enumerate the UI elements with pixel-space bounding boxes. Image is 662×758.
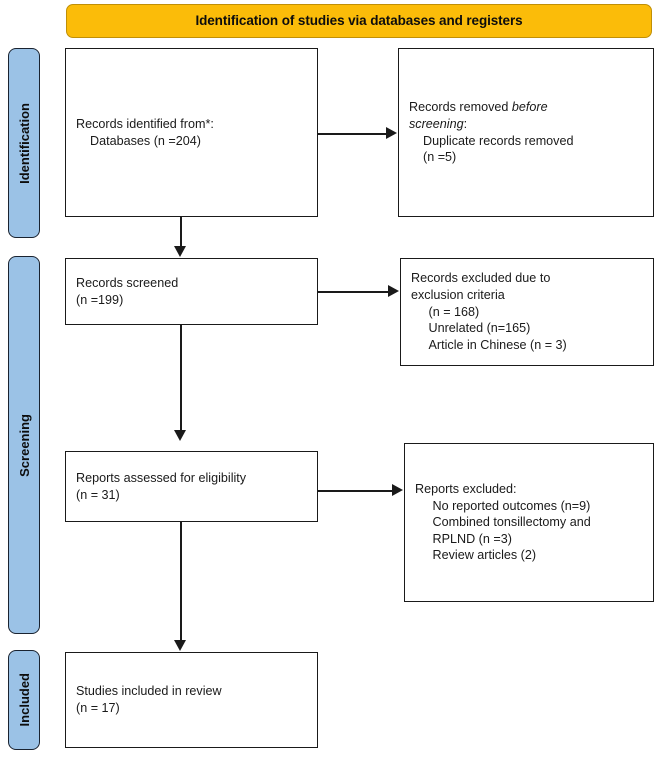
- records-removed-line1-pre: Records removed: [409, 100, 512, 115]
- records-removed-line2: screening:: [399, 116, 653, 133]
- connector-assessed-to-excluded-arrow: [392, 483, 403, 496]
- stage-label-included: Included: [16, 673, 32, 727]
- connector-screened-to-assessed-line: [180, 325, 182, 431]
- records-excluded-line5: Article in Chinese (n = 3): [411, 337, 567, 352]
- records-excluded-line2: exclusion criteria: [411, 288, 505, 303]
- stage-bar-included: Included: [8, 650, 40, 750]
- connector-assessed-to-excluded-line: [318, 490, 393, 492]
- box-reports-excluded: Reports excluded: No reported outcomes (…: [404, 443, 654, 602]
- connector-screened-to-assessed-arrow: [174, 430, 186, 441]
- box-records-identified: Records identified from*: Databases (n =…: [65, 48, 318, 217]
- box-studies-included: Studies included in review (n = 17): [65, 652, 318, 748]
- connector-identified-to-screened-line: [180, 217, 182, 247]
- reports-excluded-line4: RPLND (n =3): [415, 531, 512, 546]
- stage-bar-screening: Screening: [8, 256, 40, 634]
- records-removed-line2-italic: screening: [409, 116, 464, 131]
- connector-screened-to-excluded-line: [318, 291, 389, 293]
- connector-assessed-to-included-arrow: [174, 640, 186, 651]
- reports-excluded-line1: Reports excluded:: [415, 481, 517, 496]
- box-records-screened: Records screened (n =199): [65, 258, 318, 325]
- box-records-excluded: Records excluded due to exclusion criter…: [400, 258, 654, 366]
- reports-excluded-line2: No reported outcomes (n=9): [415, 498, 591, 513]
- records-screened-line1: Records screened: [76, 275, 179, 290]
- stage-bar-identification: Identification: [8, 48, 40, 238]
- records-identified-line2: Databases (n =204): [76, 133, 201, 148]
- connector-assessed-to-included-line: [180, 522, 182, 641]
- connector-screened-to-excluded-arrow: [388, 284, 399, 297]
- reports-assessed-line1: Reports assessed for eligibility: [76, 470, 247, 485]
- records-removed-line1-italic: before: [511, 100, 548, 115]
- reports-excluded-line3: Combined tonsillectomy and: [415, 515, 591, 530]
- studies-included-line1: Studies included in review: [76, 684, 222, 699]
- stage-label-screening: Screening: [16, 413, 32, 477]
- connector-identified-to-removed-arrow: [386, 126, 397, 139]
- stage-label-identification: Identification: [16, 102, 32, 184]
- box-records-removed: Records removed before screening: Duplic…: [398, 48, 654, 217]
- records-removed-line3: Duplicate records removed: [409, 133, 574, 148]
- box-reports-assessed: Reports assessed for eligibility (n = 31…: [65, 451, 318, 522]
- records-identified-line1: Records identified from*:: [76, 116, 214, 131]
- records-excluded-line3: (n = 168): [411, 304, 480, 319]
- reports-excluded-line5: Review articles (2): [415, 548, 537, 563]
- records-removed-line4: (n =5): [409, 150, 457, 165]
- diagram-title-banner: Identification of studies via databases …: [66, 4, 652, 38]
- studies-included-line2: (n = 17): [76, 701, 120, 715]
- records-excluded-line1: Records excluded due to: [411, 271, 551, 286]
- connector-identified-to-screened-arrow: [174, 246, 186, 257]
- records-removed-line2-post: :: [463, 116, 468, 131]
- records-removed-line1: Records removed before: [399, 99, 653, 116]
- diagram-title-text: Identification of studies via databases …: [195, 13, 523, 29]
- records-screened-line2: (n =199): [76, 292, 124, 307]
- connector-identified-to-removed-line: [318, 133, 387, 135]
- records-excluded-line4: Unrelated (n=165): [411, 321, 531, 336]
- reports-assessed-line2: (n = 31): [76, 487, 120, 502]
